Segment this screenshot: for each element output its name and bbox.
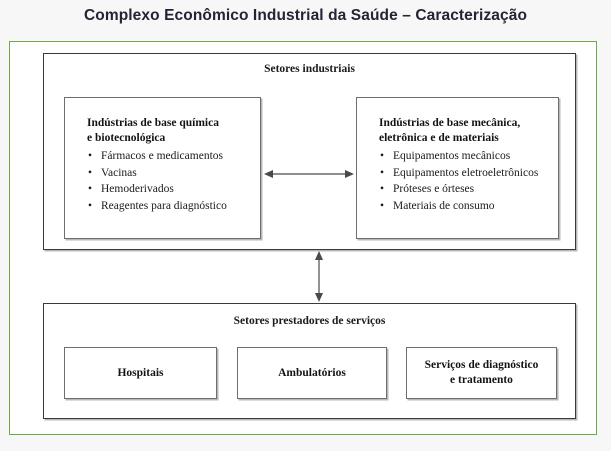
industrial-block-chemical-biotech-list: Fármacos e medicamentos Vacinas Hemoderi…: [87, 148, 252, 214]
page-title: Complexo Econômico Industrial da Saúde –…: [83, 7, 528, 24]
list-item: Materiais de consumo: [379, 198, 550, 215]
heading-line-2: e biotecnológica: [87, 132, 166, 144]
service-block-hospitais-label: Hospitais: [117, 366, 164, 379]
industrial-block-mechanical-electronic-list: Equipamentos mecânicos Equipamentos elet…: [379, 148, 550, 214]
list-item: Hemoderivados: [87, 181, 252, 198]
service-block-ambulatorios-label: Ambulatórios: [278, 366, 346, 379]
heading-line-2: eletrônica e de materiais: [379, 132, 499, 144]
vertical-double-arrow-icon: [311, 250, 327, 303]
list-item: Próteses e órteses: [379, 181, 550, 198]
industrial-block-mechanical-electronic: Indústrias de base mecânica, eletrônica …: [356, 97, 559, 239]
industrial-block-chemical-biotech: Indústrias de base química e biotecnológ…: [64, 97, 261, 239]
service-block-diagnostico-tratamento: Serviços de diagnóstico e tratamento: [406, 347, 557, 399]
service-block-ambulatorios: Ambulatórios: [237, 347, 387, 399]
horizontal-double-arrow-svg: [264, 170, 354, 178]
diagram-canvas: Setores industriais Indústrias de base q…: [9, 41, 597, 435]
industrial-sectors-group: Setores industriais Indústrias de base q…: [43, 53, 576, 250]
heading-line-1: Indústrias de base mecânica,: [379, 117, 521, 129]
list-item: Reagentes para diagnóstico: [87, 198, 252, 215]
service-sectors-group: Setores prestadores de serviços Hospitai…: [43, 303, 576, 419]
list-item: Vacinas: [87, 165, 252, 182]
list-item: Equipamentos eletroeletrônicos: [379, 165, 550, 182]
label-line-2: e tratamento: [450, 374, 513, 386]
service-sectors-header: Setores prestadores de serviços: [233, 315, 386, 327]
industrial-sectors-header: Setores industriais: [264, 63, 355, 75]
industrial-block-mechanical-electronic-heading: Indústrias de base mecânica, eletrônica …: [379, 116, 550, 146]
horizontal-double-arrow-icon: [261, 166, 357, 182]
industrial-block-chemical-biotech-heading: Indústrias de base química e biotecnológ…: [87, 116, 252, 146]
heading-line-1: Indústrias de base química: [87, 117, 219, 129]
label-line-1: Serviços de diagnóstico: [424, 359, 539, 371]
list-item: Equipamentos mecânicos: [379, 148, 550, 165]
industrial-block-chemical-biotech-body: Indústrias de base química e biotecnológ…: [87, 116, 252, 214]
service-block-hospitais: Hospitais: [64, 347, 217, 399]
vertical-double-arrow-svg: [315, 251, 323, 302]
list-item: Fármacos e medicamentos: [87, 148, 252, 165]
industrial-block-mechanical-electronic-body: Indústrias de base mecânica, eletrônica …: [379, 116, 550, 214]
service-block-diagnostico-tratamento-label: Serviços de diagnóstico e tratamento: [407, 348, 556, 398]
